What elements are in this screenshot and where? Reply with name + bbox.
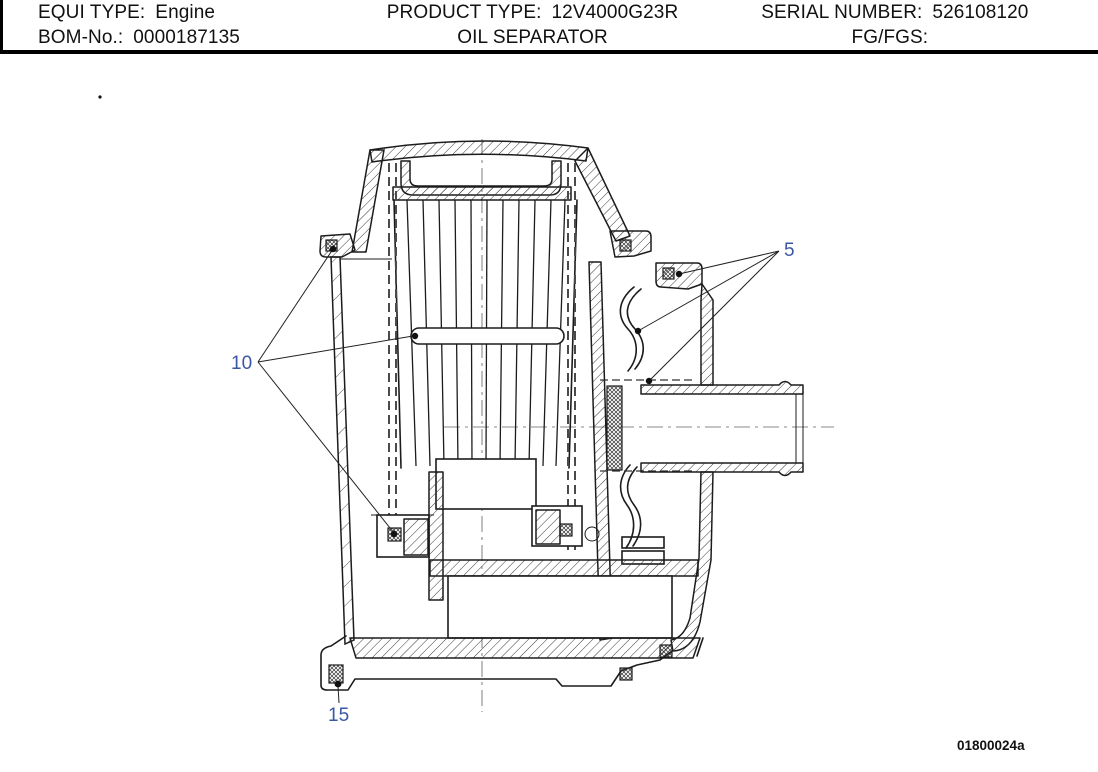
- housing-top-seal: [662, 267, 675, 280]
- serial-number-value: 526108120: [932, 1, 1029, 23]
- callout-10: 10: [231, 245, 419, 538]
- callout-15: 15: [328, 680, 349, 726]
- sump-void: [447, 575, 673, 639]
- callout-10-label: 10: [231, 353, 252, 374]
- fg-fgs-field: FG/FGS:: [692, 25, 1098, 50]
- base: [320, 559, 704, 691]
- bom-no-field: BOM-No.: 0000187135: [0, 25, 373, 50]
- base-left-seal: [328, 664, 344, 684]
- left-flange: [319, 233, 356, 258]
- equi-type-value: Engine: [155, 1, 216, 23]
- bom-no-value: 0000187135: [133, 26, 240, 48]
- right-flange: [609, 230, 652, 258]
- title-block: EQUI TYPE: Engine PRODUCT TYPE: 12V4000G…: [0, 0, 1098, 54]
- product-type-label: PRODUCT TYPE:: [386, 1, 542, 23]
- page-title: OIL SEPARATOR: [373, 25, 691, 50]
- equi-type-label: EQUI TYPE:: [38, 1, 146, 23]
- mesh-dashed-right: [567, 163, 576, 551]
- right-flange-seal: [619, 239, 632, 252]
- serial-number-field: SERIAL NUMBER: 526108120: [692, 0, 1098, 25]
- filter-center-band: [410, 327, 565, 345]
- callout-15-label: 15: [328, 705, 349, 726]
- bom-no-label: BOM-No.:: [38, 26, 124, 48]
- serial-number-label: SERIAL NUMBER:: [761, 1, 923, 23]
- drawing-number: 01800024a: [957, 738, 1025, 753]
- callout-5: 5: [634, 240, 795, 385]
- fg-fgs-label: FG/FGS:: [851, 26, 929, 48]
- mesh-dashed-left: [388, 163, 397, 516]
- product-type-field: PRODUCT TYPE: 12V4000G23R: [373, 0, 691, 25]
- callout-5-label: 5: [784, 240, 795, 261]
- base-bottom-seal: [619, 667, 633, 681]
- page-dot: [98, 95, 102, 99]
- filter-element: [388, 163, 578, 551]
- equi-type-field: EQUI TYPE: Engine: [0, 0, 373, 25]
- outlet-pipe: [640, 380, 804, 477]
- base-right-seal: [659, 644, 673, 658]
- bolt-hole: [584, 526, 600, 542]
- product-type-value: 12V4000G23R: [551, 1, 679, 23]
- left-wall: [330, 256, 392, 646]
- gasket-column: [606, 385, 623, 471]
- bellows-membrane: [619, 286, 645, 549]
- page-title-text: OIL SEPARATOR: [457, 26, 608, 48]
- lower-right-seal: [559, 523, 573, 537]
